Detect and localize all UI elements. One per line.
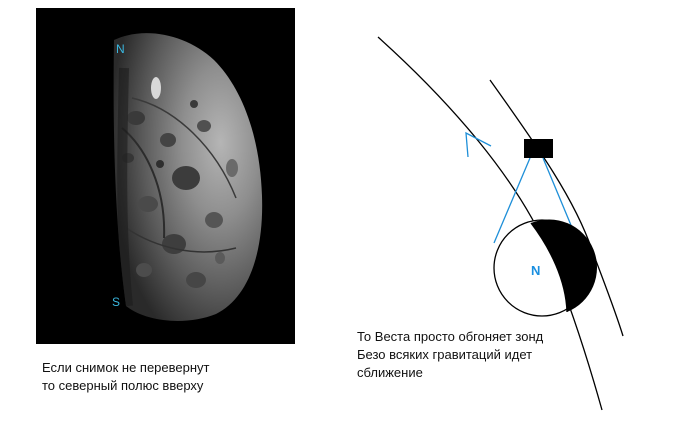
vesta-body [493,219,598,317]
probe-icon [524,139,553,158]
caption-right-line-1: То Веста просто обгоняет зонд [357,329,544,344]
caption-right-line-3: сближение [357,365,423,380]
probe-trajectory-line [489,79,624,337]
photo-north-label: N [116,42,125,56]
caption-left-line-1: Если снимок не перевернут [42,360,210,375]
asteroid-photo: N S [36,8,295,344]
direction-arrow-icon [465,131,492,158]
vesta-north-label: N [531,263,540,278]
caption-right-line-2: Безо всяких гравитаций идет [357,347,533,362]
caption-left-line-2: то северный полюс вверху [42,378,204,393]
asteroid-body [113,33,263,321]
caption-right: То Веста просто обгоняет зонд Безо всяки… [357,328,543,382]
caption-left: Если снимок не перевернут то северный по… [42,359,210,395]
photo-south-label: S [112,295,120,309]
view-line-left [493,157,531,244]
